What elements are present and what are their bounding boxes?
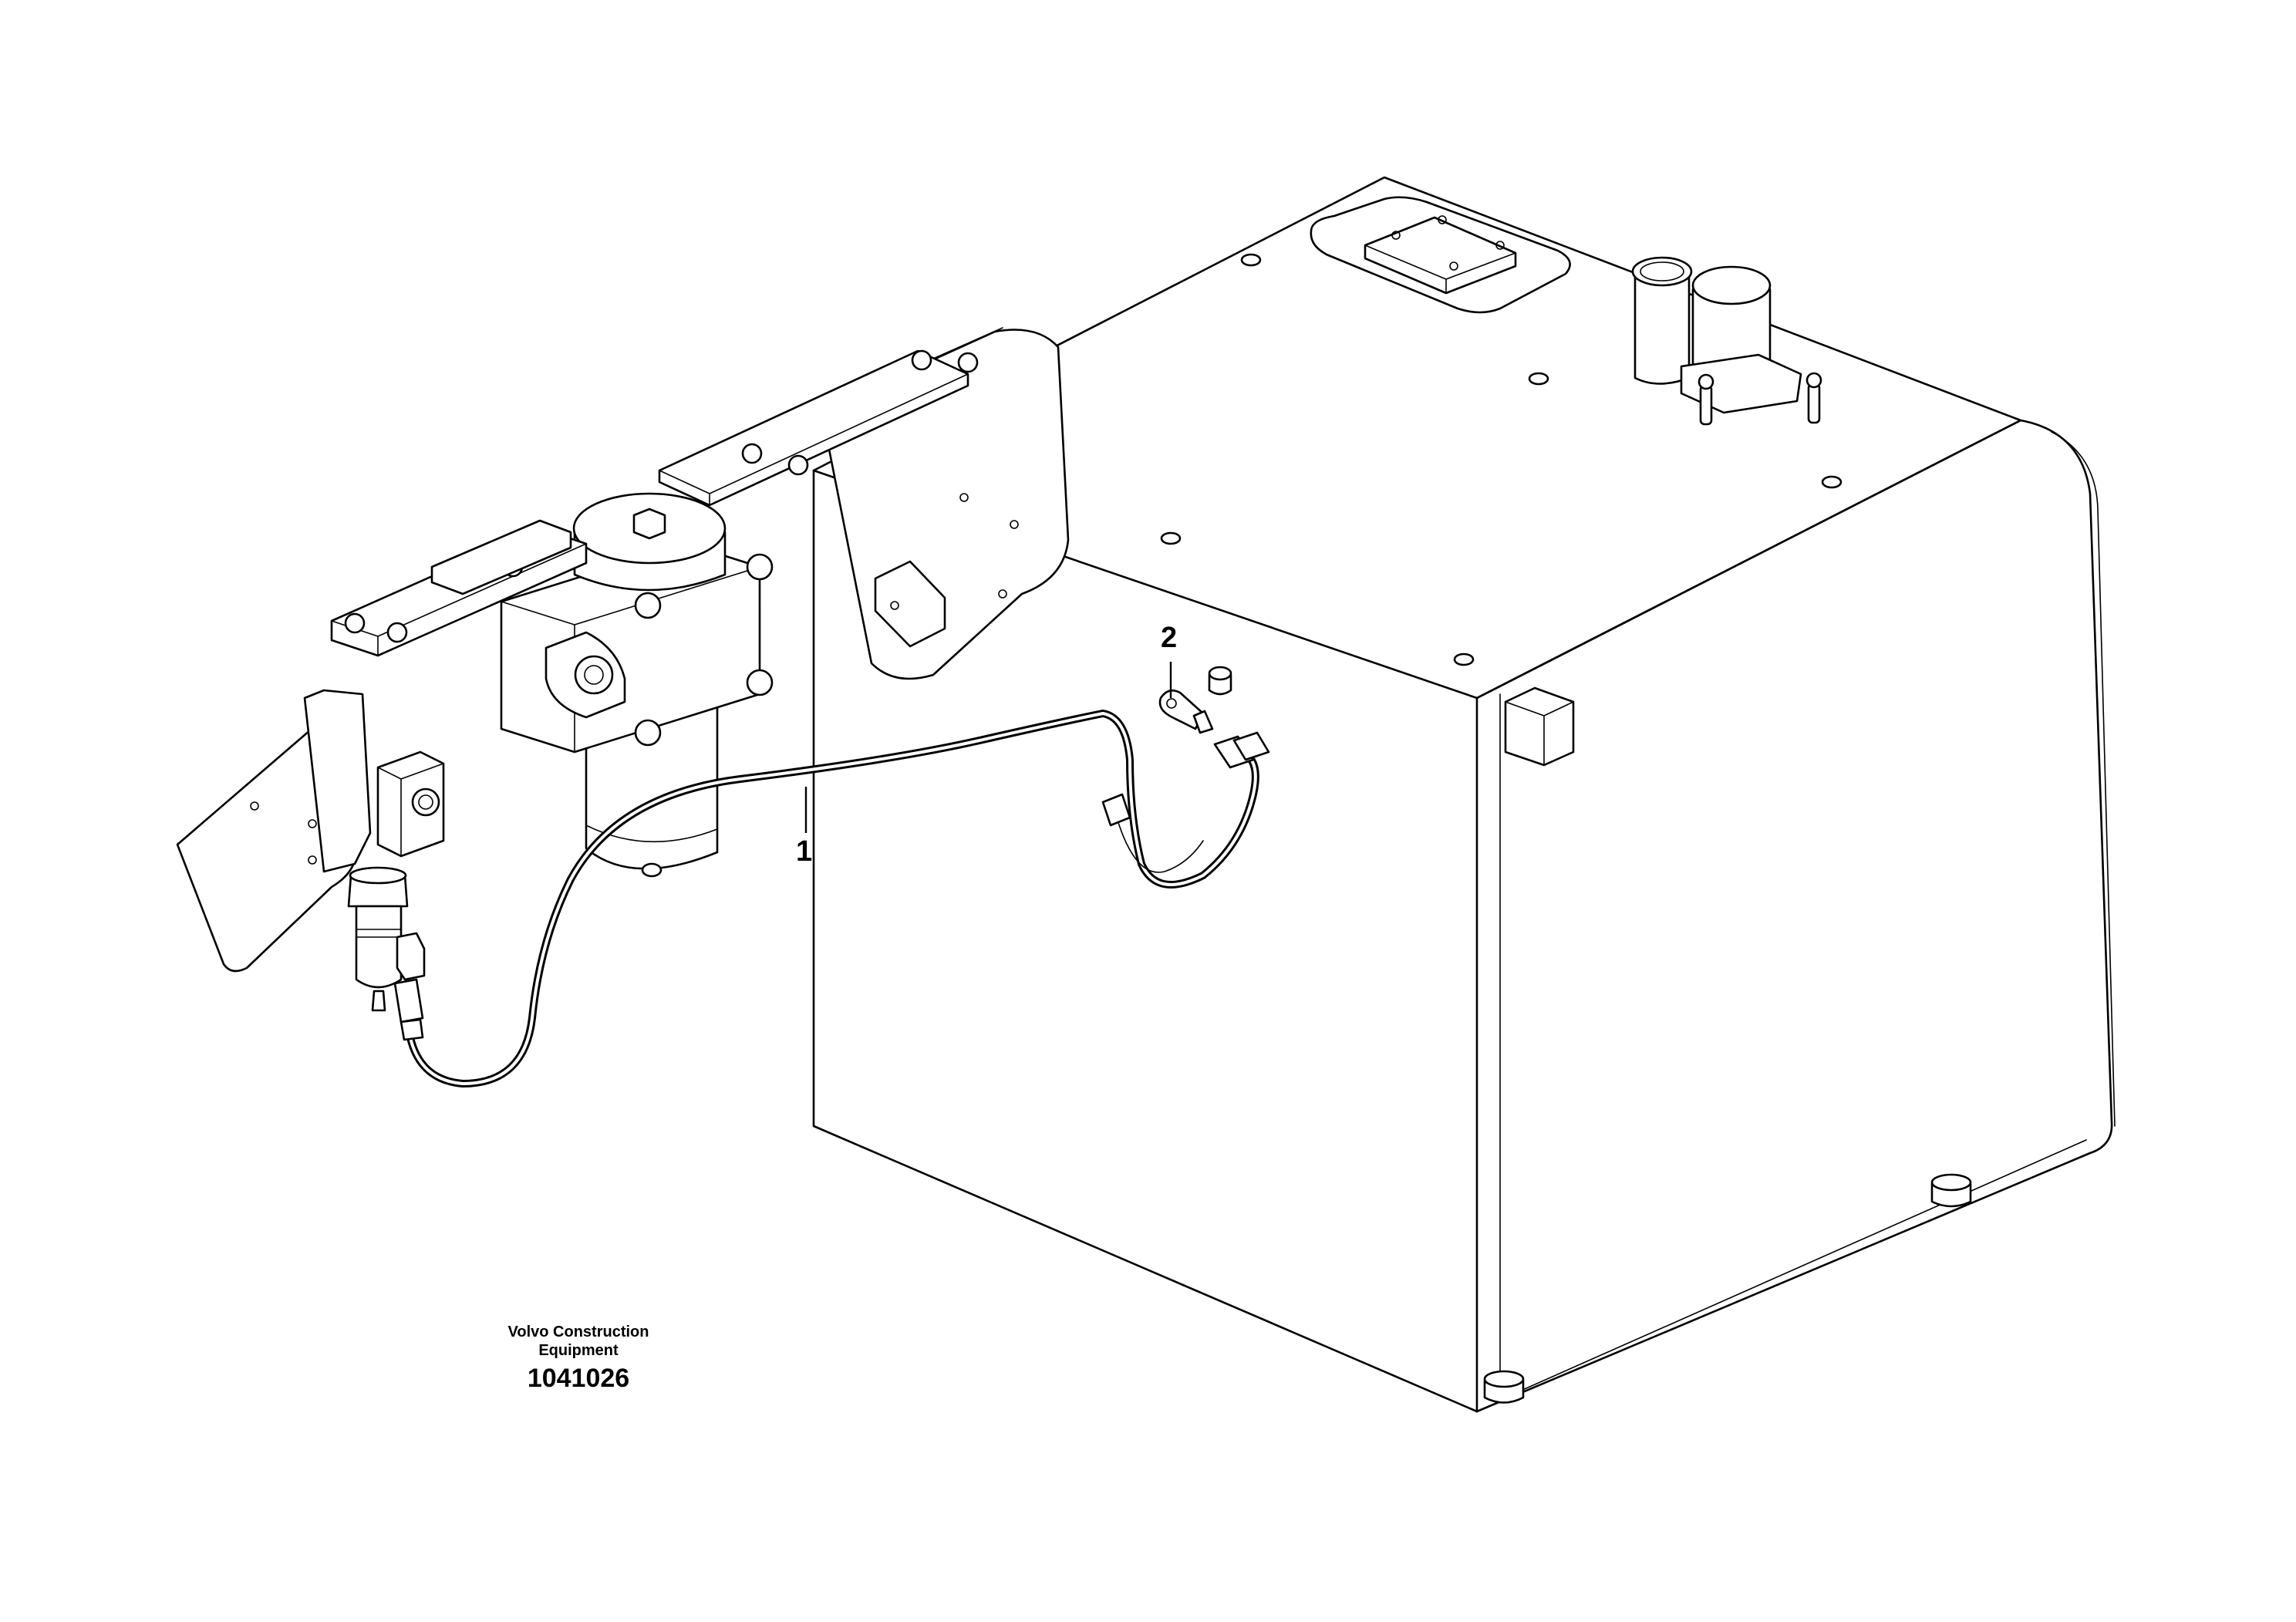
inspection-cover (1310, 196, 1571, 314)
ring-terminal (1158, 689, 1214, 734)
tank-bolts (1160, 253, 1843, 666)
hydraulic-tank (812, 176, 2116, 1413)
mounting-strap (658, 349, 979, 507)
figure-number: 1041026 (527, 1364, 630, 1393)
credit-company-line1: Volvo Construction (507, 1324, 649, 1340)
mounting-strap-left (330, 519, 588, 657)
credit-company-line2: Equipment (538, 1342, 619, 1359)
tank-feet (1483, 1173, 1972, 1404)
nut (1208, 666, 1232, 696)
wire-harness (393, 710, 1270, 1088)
callout-1: 1 (796, 835, 813, 868)
hydraulic-filter (500, 492, 774, 878)
pressure-switch (347, 750, 445, 1012)
filler-cap (1631, 256, 1822, 426)
callout-2: 2 (1161, 622, 1178, 654)
mounting-plate-left (176, 689, 372, 973)
